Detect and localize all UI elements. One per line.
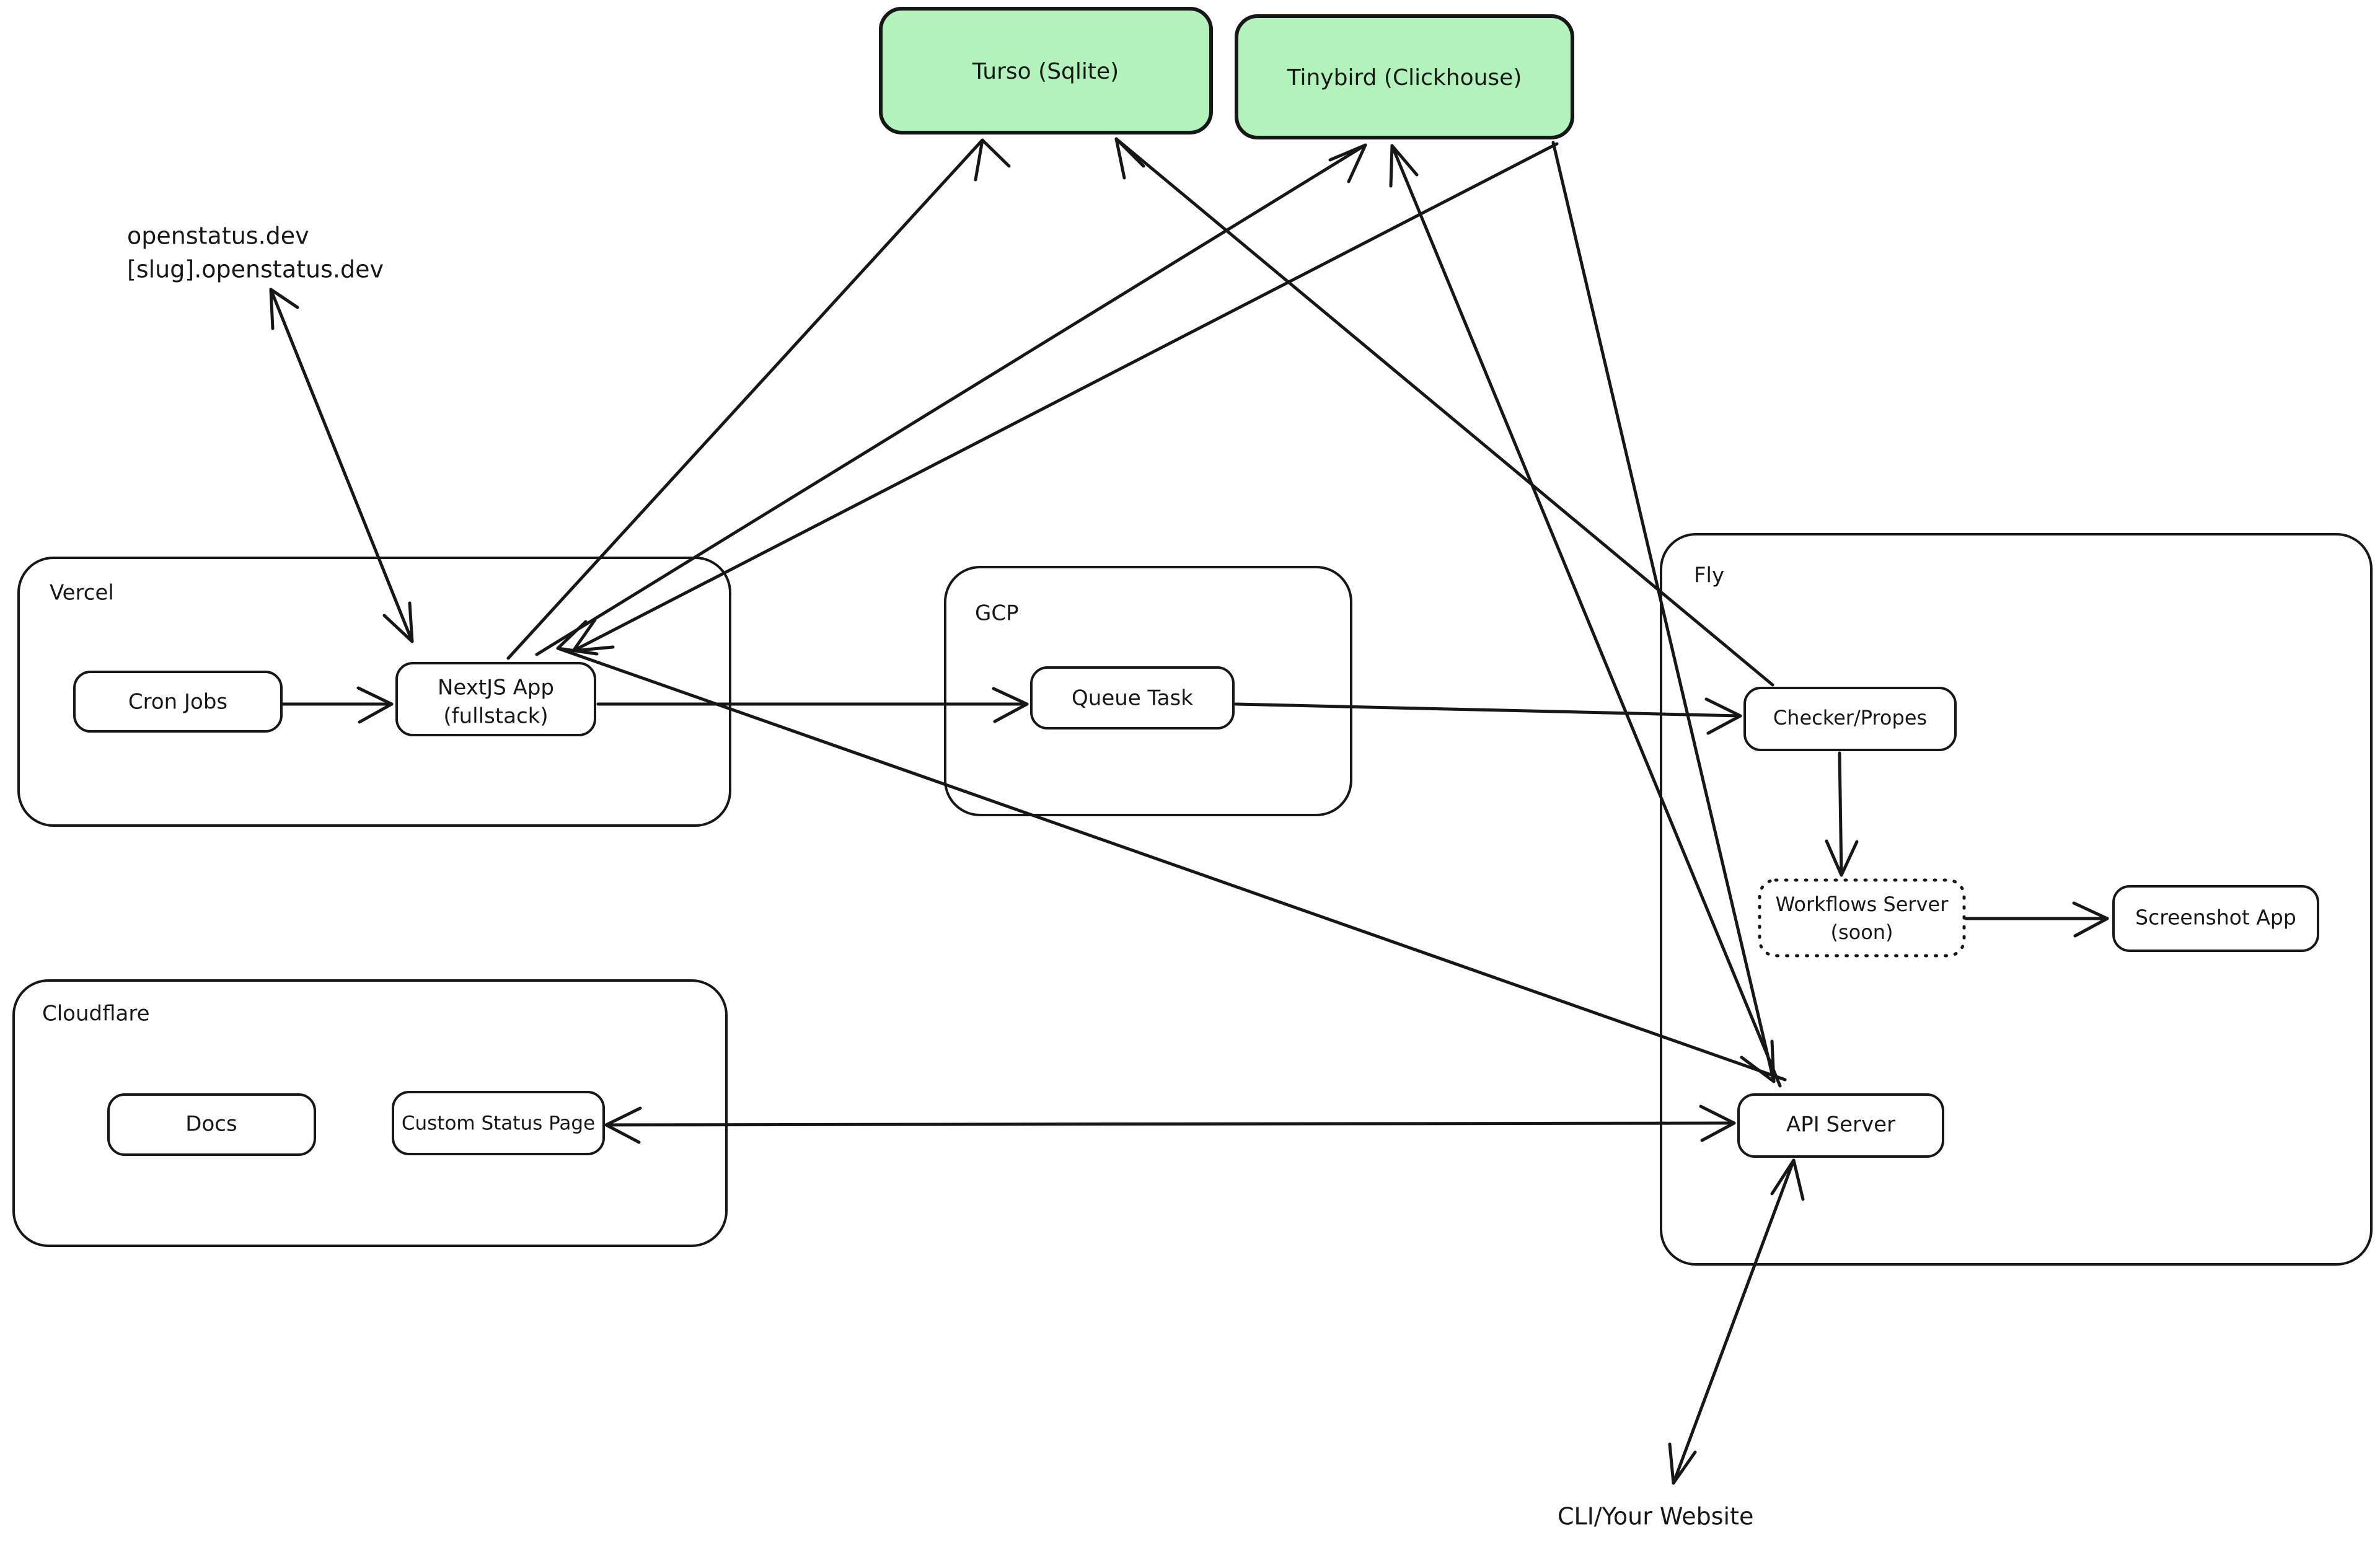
- vercel-group-label: Vercel: [50, 581, 114, 606]
- fly-group[interactable]: Fly: [1660, 533, 2373, 1266]
- cloudflare-group-frame: [12, 979, 728, 1247]
- nextjs-app-node-box: [395, 662, 596, 736]
- edge-apiserver-to-nextjs: [556, 620, 1787, 1082]
- custom-status-page-node-label: Custom Status Page: [402, 1113, 595, 1135]
- queue-task-node[interactable]: Queue Task: [1030, 666, 1235, 729]
- workflows-server-node[interactable]: Workflows Server (soon): [1758, 878, 1966, 958]
- cloudflare-group[interactable]: Cloudflare: [12, 979, 728, 1247]
- workflows-server-node-label-line2: (soon): [1830, 920, 1893, 944]
- workflows-server-node-label-line1: Workflows Server: [1776, 892, 1949, 916]
- edge-nextjs-to-turso: [506, 138, 1011, 660]
- cron-jobs-node-label: Cron Jobs: [128, 690, 227, 715]
- workflows-server-node-box: [1758, 878, 1966, 958]
- gcp-group-frame: [944, 566, 1352, 816]
- free-labels-layer: openstatus.dev [slug].openstatus.dev CLI…: [127, 223, 1753, 1530]
- edges-layer: [269, 137, 2109, 1485]
- queue-task-node-label: Queue Task: [1072, 686, 1193, 711]
- edge-tinybird-to-apiserver: [1551, 141, 1776, 1083]
- tinybird-node[interactable]: Tinybird (Clickhouse): [1235, 14, 1574, 139]
- docs-node-label: Docs: [185, 1112, 237, 1137]
- edge-checker-to-workflows: [1825, 751, 1859, 877]
- tinybird-node-label: Tinybird (Clickhouse): [1287, 65, 1522, 90]
- tinybird-node-box: [1235, 14, 1574, 139]
- edge-apiserver-to-statuspage: [604, 1104, 1736, 1144]
- cron-jobs-node[interactable]: Cron Jobs: [73, 671, 283, 733]
- cloudflare-group-label: Cloudflare: [42, 1002, 150, 1026]
- edge-domain-nextjs: [269, 288, 414, 643]
- screenshot-app-node-label: Screenshot App: [2135, 906, 2296, 930]
- turso-node[interactable]: Turso (Sqlite): [879, 7, 1213, 134]
- turso-node-label: Turso (Sqlite): [972, 59, 1119, 84]
- turso-node-box: [879, 7, 1213, 134]
- edge-nextjs-to-tinybird: [535, 143, 1367, 656]
- docs-node[interactable]: Docs: [107, 1093, 316, 1156]
- edge-apiserver-to-tinybird: [1389, 144, 1782, 1088]
- fly-group-frame: [1660, 533, 2373, 1266]
- api-server-node[interactable]: API Server: [1737, 1093, 1944, 1158]
- fly-group-label: Fly: [1694, 563, 1724, 588]
- api-server-node-box: [1737, 1093, 1944, 1158]
- edge-tinybird-to-nextjs: [571, 142, 1559, 653]
- queue-task-node-box: [1030, 666, 1235, 729]
- domain-label-line1: openstatus.dev: [127, 223, 309, 250]
- edge-queue-to-checker: [1234, 697, 1742, 735]
- nextjs-app-node[interactable]: NextJS App (fullstack): [395, 662, 596, 736]
- groups-layer: Vercel GCP Cloudflare Fly: [12, 533, 2373, 1266]
- checker-probes-node[interactable]: Checker/Propes: [1743, 687, 1957, 751]
- databases-layer: Turso (Sqlite) Tinybird (Clickhouse): [879, 7, 1574, 139]
- docs-node-box: [107, 1093, 316, 1156]
- domain-label-line2: [slug].openstatus.dev: [127, 256, 384, 283]
- cron-jobs-node-box: [73, 671, 283, 733]
- gcp-group-label: GCP: [975, 601, 1019, 626]
- gcp-group[interactable]: GCP: [944, 566, 1352, 816]
- custom-status-page-node[interactable]: Custom Status Page: [392, 1091, 605, 1155]
- edge-checker-to-turso: [1114, 137, 1774, 687]
- api-server-node-label: API Server: [1786, 1113, 1895, 1137]
- edge-nextjs-to-queue: [596, 687, 1029, 723]
- nextjs-app-node-label-line1: NextJS App: [438, 676, 554, 700]
- checker-probes-node-box: [1743, 687, 1957, 751]
- screenshot-app-node-box: [2112, 885, 2319, 952]
- vercel-group[interactable]: Vercel: [17, 557, 731, 827]
- vercel-group-frame: [17, 557, 731, 827]
- checker-probes-node-label: Checker/Propes: [1773, 706, 1927, 729]
- edge-cron-to-nextjs: [281, 686, 394, 724]
- screenshot-app-node[interactable]: Screenshot App: [2112, 885, 2319, 952]
- client-label: CLI/Your Website: [1558, 1503, 1753, 1530]
- edge-client-to-apiserver: [1668, 1158, 1805, 1485]
- nextjs-app-node-label-line2: (fullstack): [443, 704, 548, 729]
- edge-workflows-to-screenshot: [1964, 901, 2109, 938]
- nodes-layer: Cron Jobs NextJS App (fullstack) Queue T…: [73, 662, 2319, 1158]
- custom-status-page-node-box: [392, 1091, 605, 1155]
